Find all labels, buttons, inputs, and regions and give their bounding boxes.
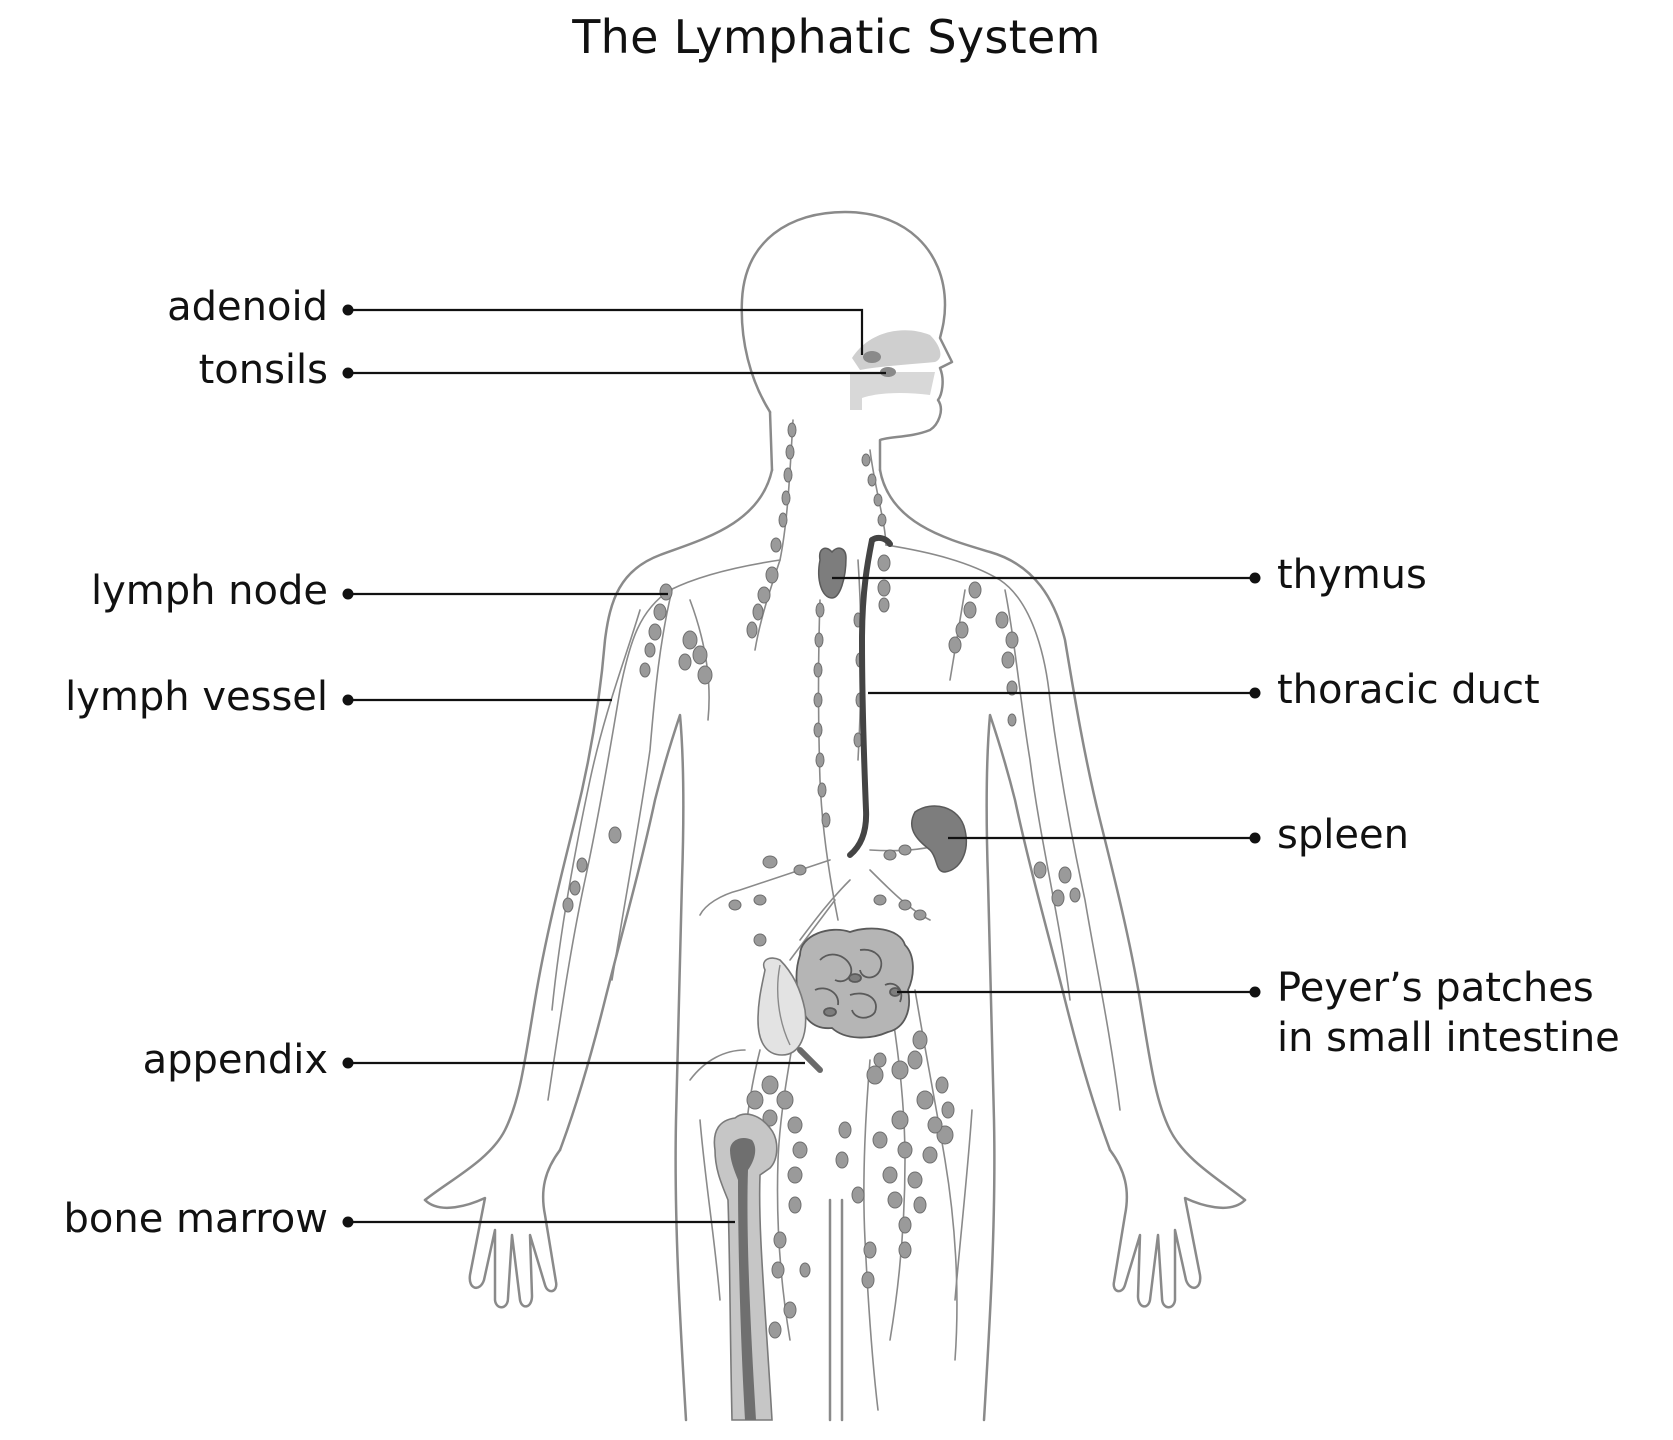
label-adenoid: adenoid: [167, 284, 328, 330]
label-peyers-line2: in small intestine: [1277, 1015, 1620, 1061]
label-lymph-vessel: lymph vessel: [65, 674, 328, 720]
diagram-title: The Lymphatic System: [572, 10, 1101, 64]
thoracic-duct-vessel: [847, 537, 875, 858]
appendix-organ: [797, 1047, 823, 1073]
spleen-organ: [910, 805, 967, 873]
appendix-region: [757, 957, 823, 1073]
lymph-nodes: [562, 422, 1081, 1339]
adenoid-tonsil-area: [850, 330, 941, 410]
small-intestine: [795, 927, 914, 1039]
thymus-organ: [818, 547, 847, 599]
label-bone-marrow: bone marrow: [63, 1196, 328, 1242]
label-tonsils: tonsils: [198, 347, 328, 393]
leader-dots: [342, 304, 1261, 1228]
femur-bone: [713, 1113, 778, 1421]
label-peyers-line1: Peyer’s patches: [1277, 965, 1594, 1011]
label-lymph-node: lymph node: [90, 568, 328, 614]
label-thoracic-duct: thoracic duct: [1277, 667, 1540, 713]
label-appendix: appendix: [142, 1037, 328, 1083]
label-peyers-patches: Peyer’s patches in small intestine: [1277, 963, 1620, 1063]
label-thymus: thymus: [1277, 552, 1427, 598]
body-outline: [423, 210, 1247, 1422]
label-spleen: spleen: [1277, 812, 1409, 858]
leader-lines: [348, 308, 1255, 1224]
